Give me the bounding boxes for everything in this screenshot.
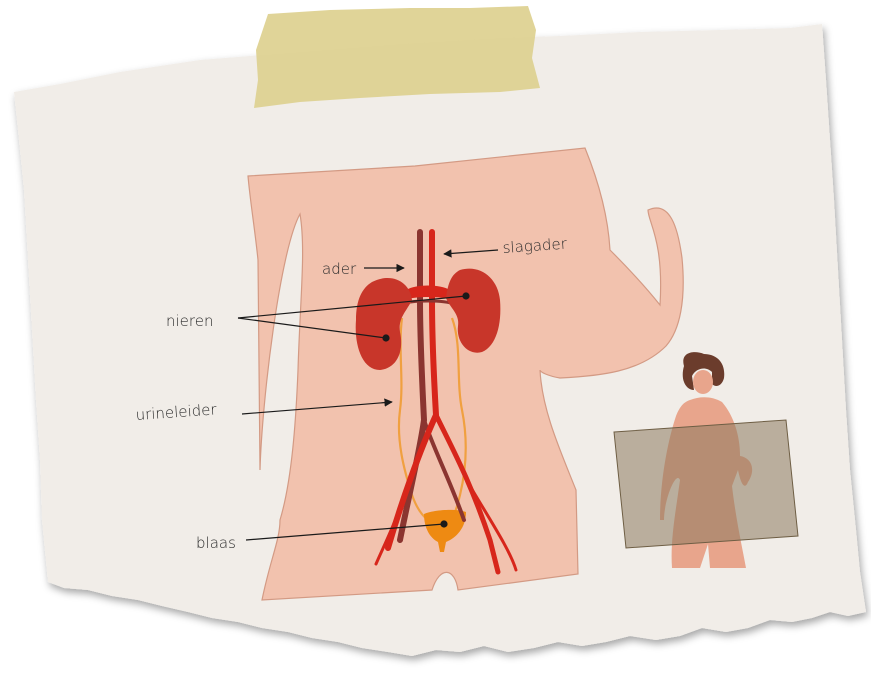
label-ader: ader <box>322 260 357 278</box>
blaas-dot <box>441 521 447 527</box>
thumbnail-frame <box>614 420 798 548</box>
label-blaas: blaas <box>196 534 236 552</box>
nieren-dot-2 <box>383 335 389 341</box>
label-nieren: nieren <box>166 312 213 330</box>
thumbnail-head <box>693 370 713 394</box>
nieren-dot-1 <box>463 293 469 299</box>
